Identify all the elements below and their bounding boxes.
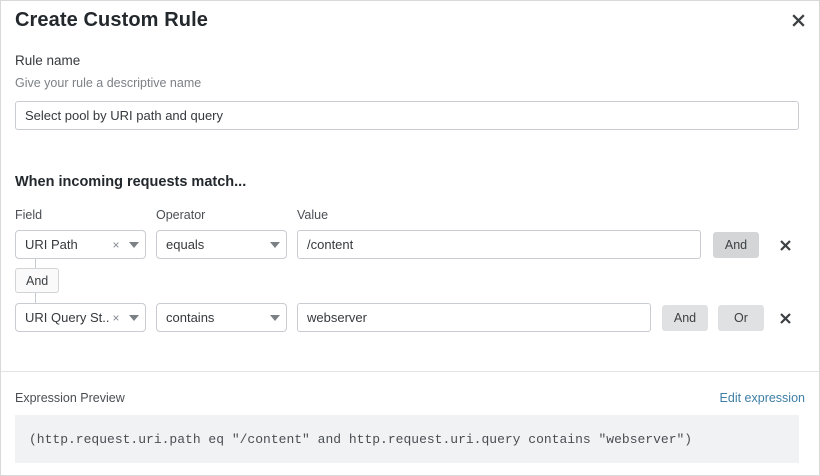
match-section-heading: When incoming requests match... [15,174,247,190]
column-label-field: Field [15,208,43,222]
operator-select-value-row-1: equals [166,237,205,252]
connector-line-top [35,259,36,269]
rule-name-input[interactable] [15,101,799,130]
and-button-row-2[interactable]: And [662,305,708,331]
column-label-value: Value [297,208,329,222]
value-input-row-2[interactable] [297,303,651,332]
section-divider [1,371,819,372]
and-button-row-1[interactable]: And [713,232,759,258]
remove-row-button-row-2[interactable] [775,308,795,328]
clear-icon-field-row-1[interactable]: × [112,237,120,252]
edit-expression-link[interactable]: Edit expression [719,391,805,405]
chevron-down-icon-operator-row-1[interactable] [264,241,286,248]
field-select-value-row-2: URI Query St... [25,310,109,325]
remove-row-button-row-1[interactable] [775,235,795,255]
column-label-operator: Operator [156,208,206,222]
dialog-title: Create Custom Rule [15,9,208,31]
close-icon[interactable] [785,7,811,33]
operator-select-row-1[interactable]: equals [156,230,287,259]
operator-select-value-row-2: contains [166,310,215,325]
field-select-row-2[interactable]: URI Query St... × [15,303,146,332]
clear-icon-field-row-2[interactable]: × [112,310,120,325]
expression-preview-label: Expression Preview [15,391,125,405]
field-select-value-row-1: URI Path [25,237,78,252]
operator-select-row-2[interactable]: contains [156,303,287,332]
expression-preview-code: (http.request.uri.path eq "/content" and… [15,415,799,463]
chevron-down-icon-operator-row-2[interactable] [264,314,286,321]
or-button-row-2[interactable]: Or [718,305,764,331]
rule-name-label: Rule name [15,53,81,68]
chevron-down-icon-field-row-2[interactable] [123,314,145,321]
connector-and-badge[interactable]: And [15,268,60,293]
connector-line-bottom [35,293,36,303]
rule-name-hint: Give your rule a descriptive name [15,76,202,90]
value-input-row-1[interactable] [297,230,701,259]
chevron-down-icon-field-row-1[interactable] [123,241,145,248]
field-select-row-1[interactable]: URI Path × [15,230,146,259]
